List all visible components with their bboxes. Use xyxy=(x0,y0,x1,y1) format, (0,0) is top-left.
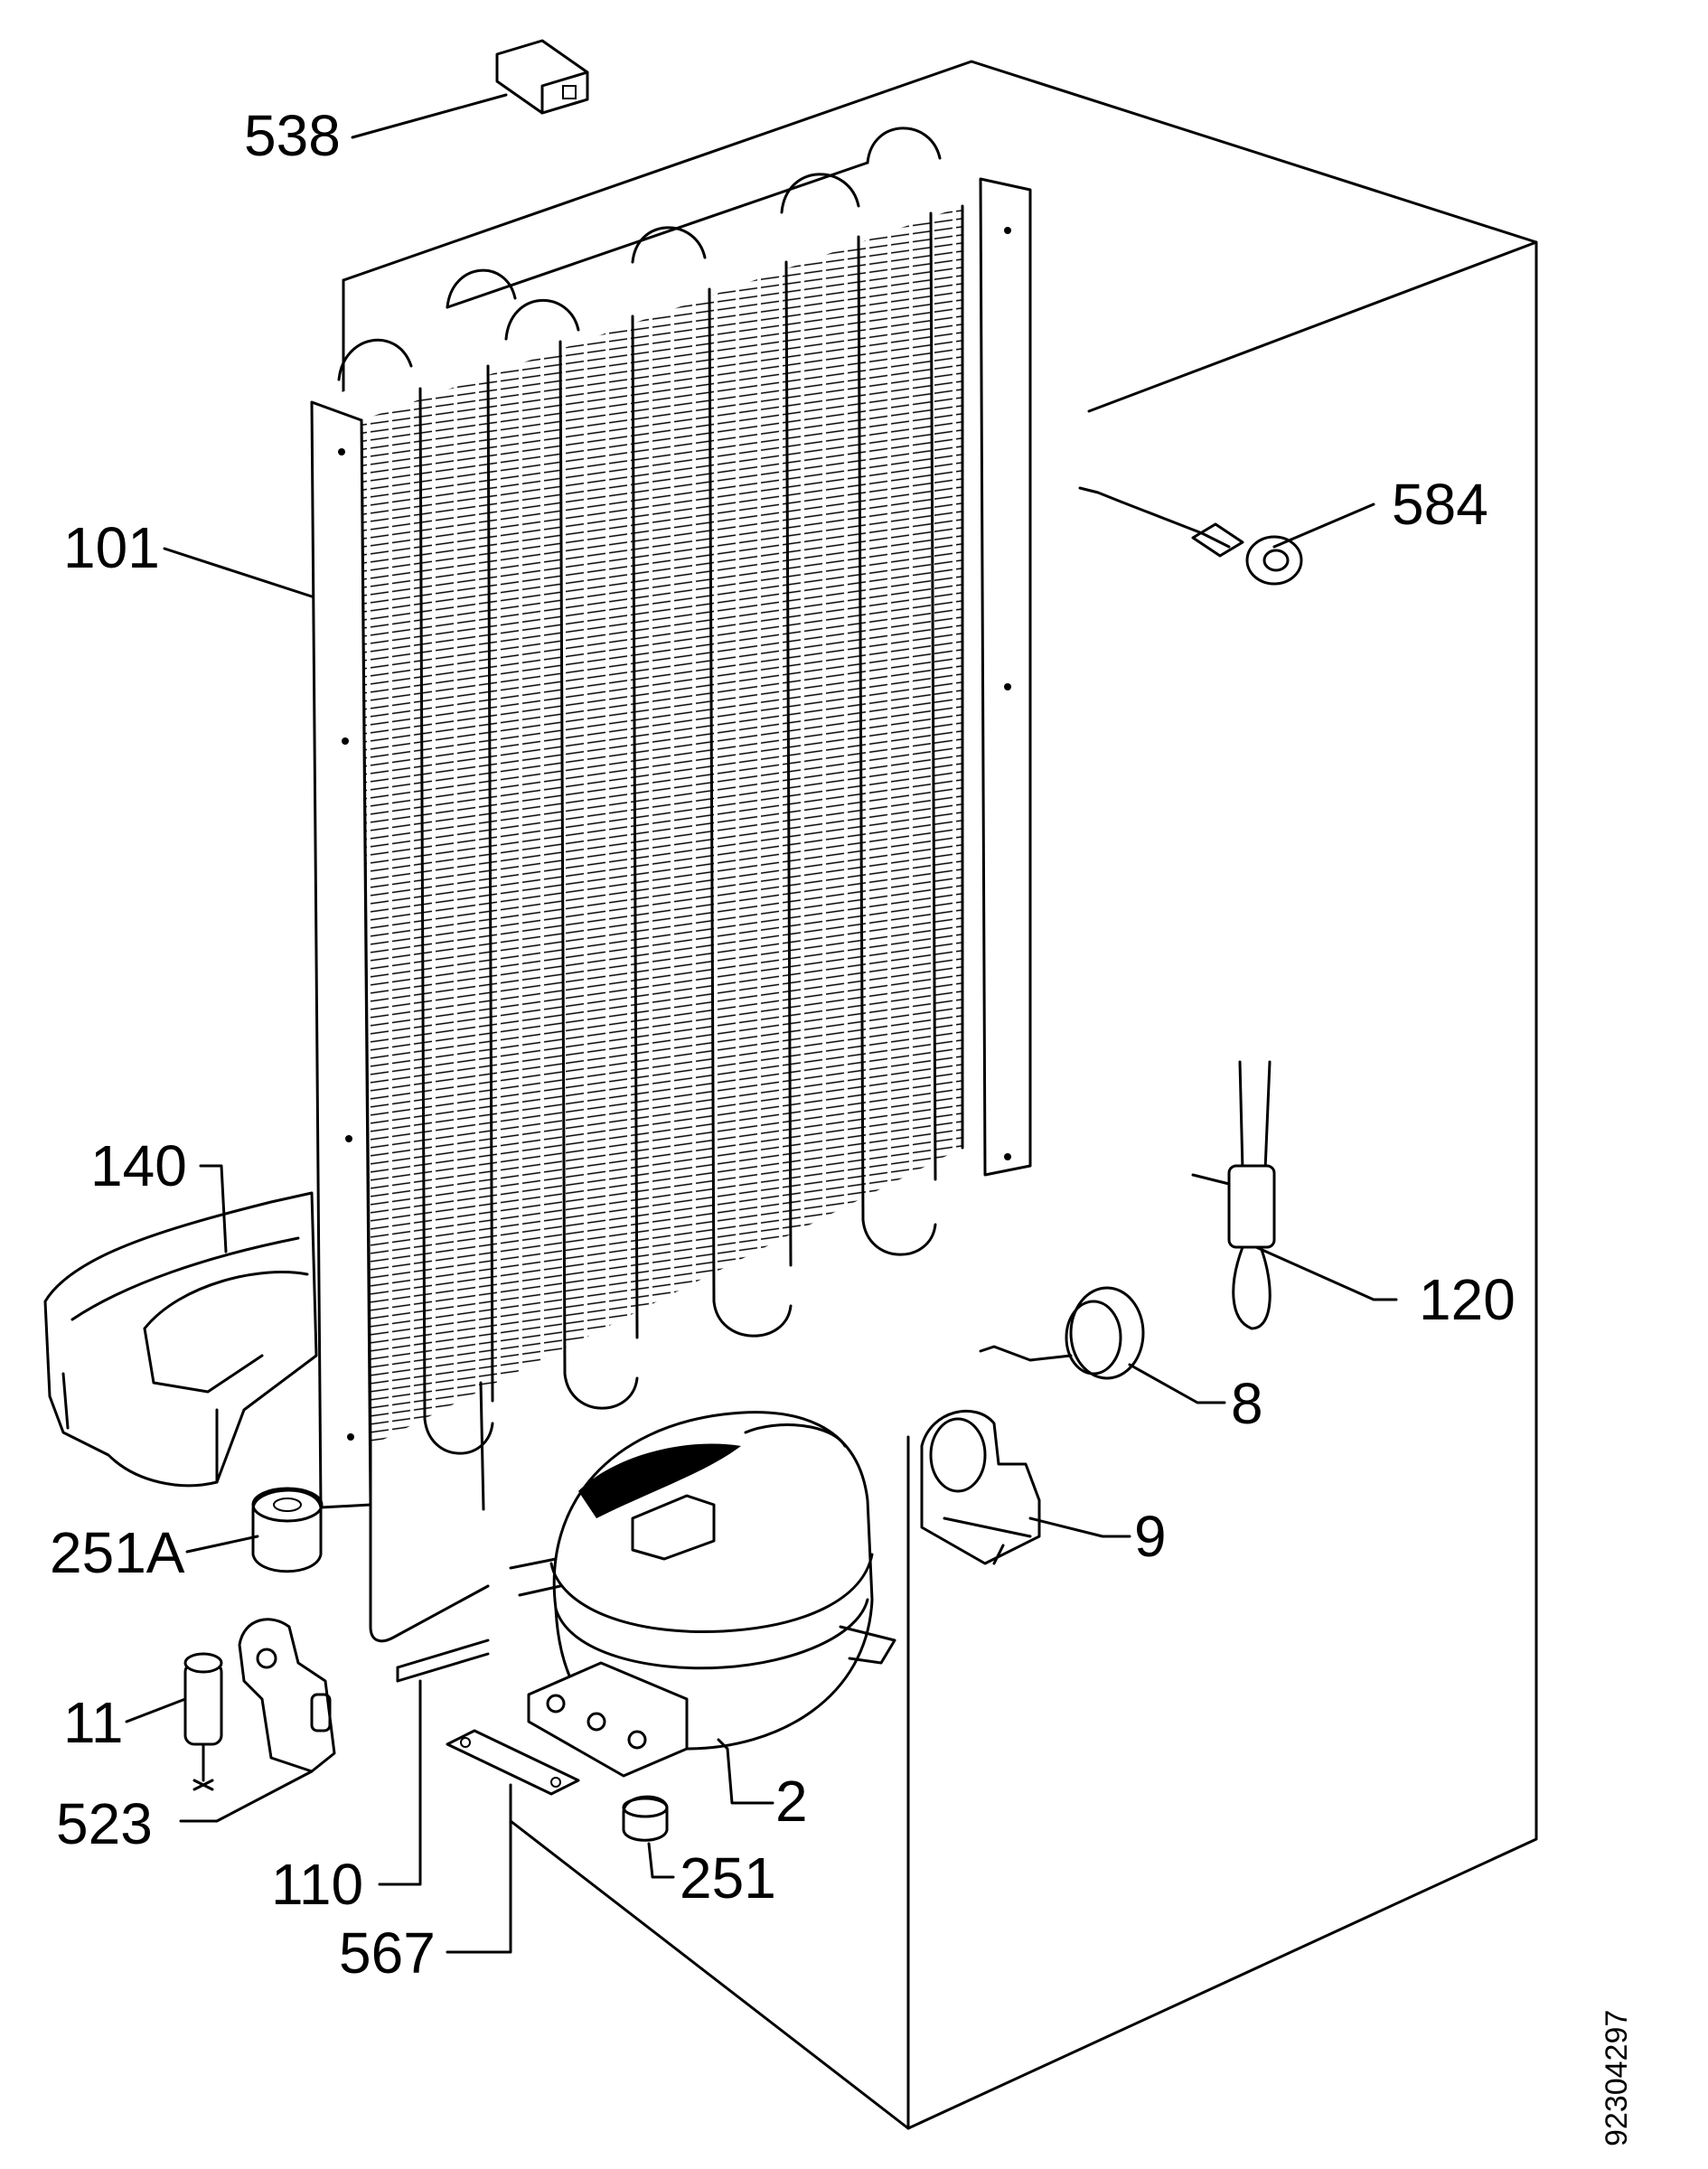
label-567: 567 xyxy=(339,1920,436,1986)
part-labels: 538 584 101 140 120 8 9 251A 11 523 2 11… xyxy=(50,103,1634,2146)
label-101: 101 xyxy=(63,515,160,580)
label-120: 120 xyxy=(1419,1267,1516,1332)
part-523-bracket xyxy=(238,1618,336,1773)
label-538: 538 xyxy=(244,103,341,168)
label-523: 523 xyxy=(56,1791,153,1856)
part-140-drip-tray xyxy=(43,1191,318,1488)
part-584-sensor xyxy=(1078,486,1303,586)
label-584: 584 xyxy=(1392,472,1488,537)
part-9-relay xyxy=(920,1409,1041,1565)
condenser-coil xyxy=(310,127,1032,1643)
part-251-grommet xyxy=(622,1795,669,1842)
label-11: 11 xyxy=(63,1690,123,1755)
label-251: 251 xyxy=(680,1845,776,1911)
part-2-compressor xyxy=(509,1411,896,1778)
part-251A-grommet xyxy=(251,1487,324,1573)
part-120-thermostat xyxy=(1191,1060,1276,1330)
part-110-tube xyxy=(396,1638,490,1683)
label-8: 8 xyxy=(1231,1371,1263,1436)
part-8-protector xyxy=(979,1286,1145,1380)
label-140: 140 xyxy=(90,1133,187,1198)
label-110: 110 xyxy=(271,1852,363,1917)
part-567-strap xyxy=(446,1729,580,1796)
leader-lines xyxy=(125,93,1398,1954)
label-2: 2 xyxy=(775,1769,808,1834)
part-11-filter xyxy=(183,1652,223,1791)
label-9: 9 xyxy=(1134,1504,1167,1569)
part-538-clip xyxy=(495,39,589,115)
drawing-number: 92304297 xyxy=(1600,2010,1634,2146)
label-251A: 251A xyxy=(50,1520,185,1585)
